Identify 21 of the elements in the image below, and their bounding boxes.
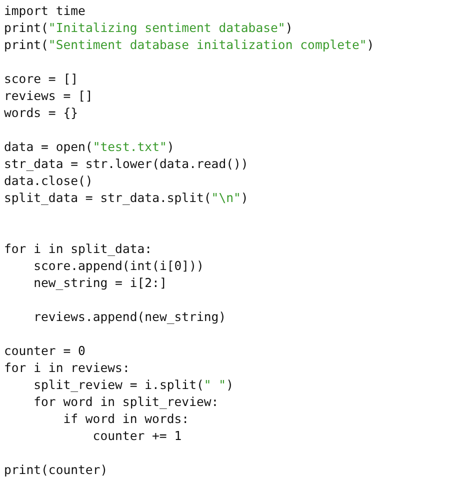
code-line: new_string = i[2:]: [34, 276, 167, 291]
code-line: words = {}: [4, 106, 78, 121]
code-line: data.close(): [4, 174, 93, 189]
code-line: if word in words:: [63, 412, 190, 427]
code-line: counter = 0: [4, 344, 86, 359]
code-line: print(counter): [4, 463, 108, 478]
code-line: print("Initalizing sentiment database"): [4, 21, 293, 36]
code-line: for word in split_review:: [34, 395, 219, 410]
code-line: reviews = []: [4, 89, 93, 104]
code-line: split_review = i.split(" "): [34, 378, 234, 393]
code-line: score = []: [4, 72, 78, 87]
code-line: data = open("test.txt"): [4, 140, 174, 155]
code-line: str_data = str.lower(data.read()): [4, 157, 248, 172]
code-line: import time: [4, 4, 86, 19]
code-line: score.append(int(i[0])): [34, 259, 204, 274]
code-line: counter += 1: [92, 429, 182, 444]
code-line: split_data = str_data.split("\n"): [4, 191, 248, 206]
code-line: print("Sentiment database initalization complete"): [4, 38, 374, 53]
code-line: for i in reviews:: [4, 361, 130, 376]
code-line: reviews.append(new_string): [34, 310, 226, 325]
code-line: for i in split_data:: [4, 242, 152, 257]
